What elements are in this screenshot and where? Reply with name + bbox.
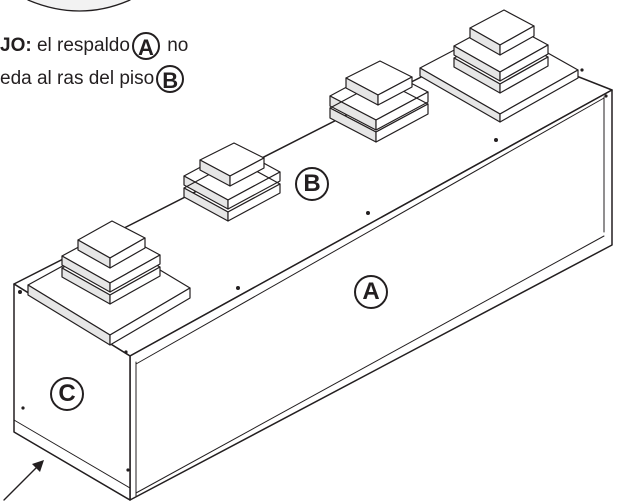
- partial-circle-arc: [27, 0, 131, 12]
- screw-hole: [366, 211, 370, 215]
- screw-hole: [18, 290, 22, 294]
- screw-hole: [604, 94, 608, 98]
- caption-text-2: eda al ras del piso: [0, 68, 155, 90]
- weight-stack-4: [419, 9, 579, 123]
- front-inner-bottom: [135, 235, 605, 494]
- caption-text-1: el respaldo: [36, 35, 130, 57]
- screw-hole: [126, 468, 130, 472]
- caption-text-1-end: no: [167, 35, 189, 57]
- side-kick-plate: [13, 419, 131, 489]
- callout-c: C: [50, 377, 84, 411]
- front-inner-top: [135, 97, 605, 365]
- floor-arrow: [3, 460, 44, 501]
- inline-label-a: A: [131, 32, 160, 60]
- inline-label-b: B: [156, 65, 185, 93]
- screw-hole: [494, 138, 498, 142]
- screw-hole: [21, 406, 25, 410]
- side-inner-bottom: [13, 431, 131, 501]
- weight-stack-3: [329, 60, 429, 143]
- weight-stack-1: [27, 220, 191, 346]
- screw-hole: [124, 350, 128, 354]
- screw-hole: [580, 68, 584, 72]
- callout-a: A: [354, 275, 388, 309]
- callout-b: B: [295, 167, 329, 201]
- caption-bold-prefix: JO:: [0, 35, 32, 57]
- screw-hole: [236, 286, 240, 290]
- weight-stack-2: [183, 142, 281, 222]
